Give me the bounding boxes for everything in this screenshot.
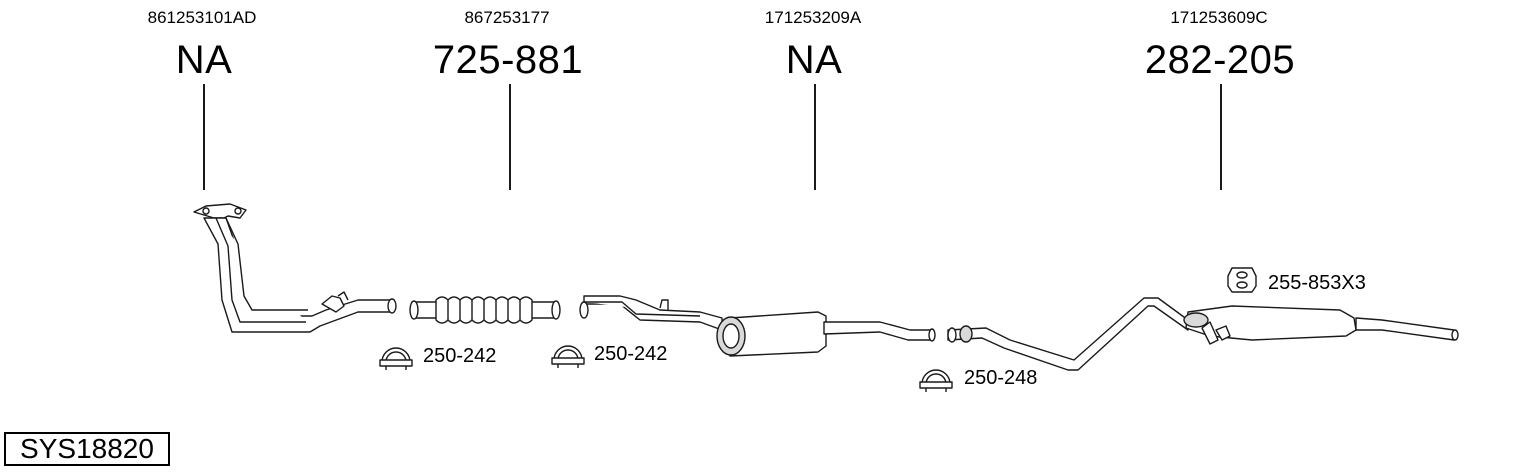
part-oem-number: 867253177 <box>464 8 550 27</box>
system-code-box: SYS18820 <box>4 432 170 466</box>
rear-silencer-icon[interactable] <box>947 297 1459 371</box>
part-number[interactable]: 725-881 <box>432 38 584 82</box>
accessory-label[interactable]: 255-853X3 <box>1268 272 1366 294</box>
front-pipe-icon[interactable] <box>193 203 397 333</box>
flex-pipe-icon[interactable] <box>409 296 561 324</box>
accessory-label[interactable]: 250-242 <box>423 345 497 367</box>
part-oem-number: 171253609C <box>1170 8 1268 27</box>
clamp-icon[interactable] <box>919 369 953 392</box>
part-number[interactable]: NA <box>785 38 843 82</box>
part-number[interactable]: NA <box>175 38 233 82</box>
rubber-hanger-icon[interactable] <box>1227 267 1257 293</box>
middle-silencer-icon[interactable] <box>579 295 936 357</box>
clamp-icon[interactable] <box>551 345 585 368</box>
accessory-label[interactable]: 250-242 <box>594 343 668 365</box>
accessory-label[interactable]: 250-248 <box>964 367 1038 389</box>
part-number[interactable]: 282-205 <box>1144 38 1296 82</box>
part-oem-number: 861253101AD <box>147 8 257 27</box>
clamp-icon[interactable] <box>379 347 413 370</box>
part-oem-number: 171253209A <box>764 8 862 27</box>
